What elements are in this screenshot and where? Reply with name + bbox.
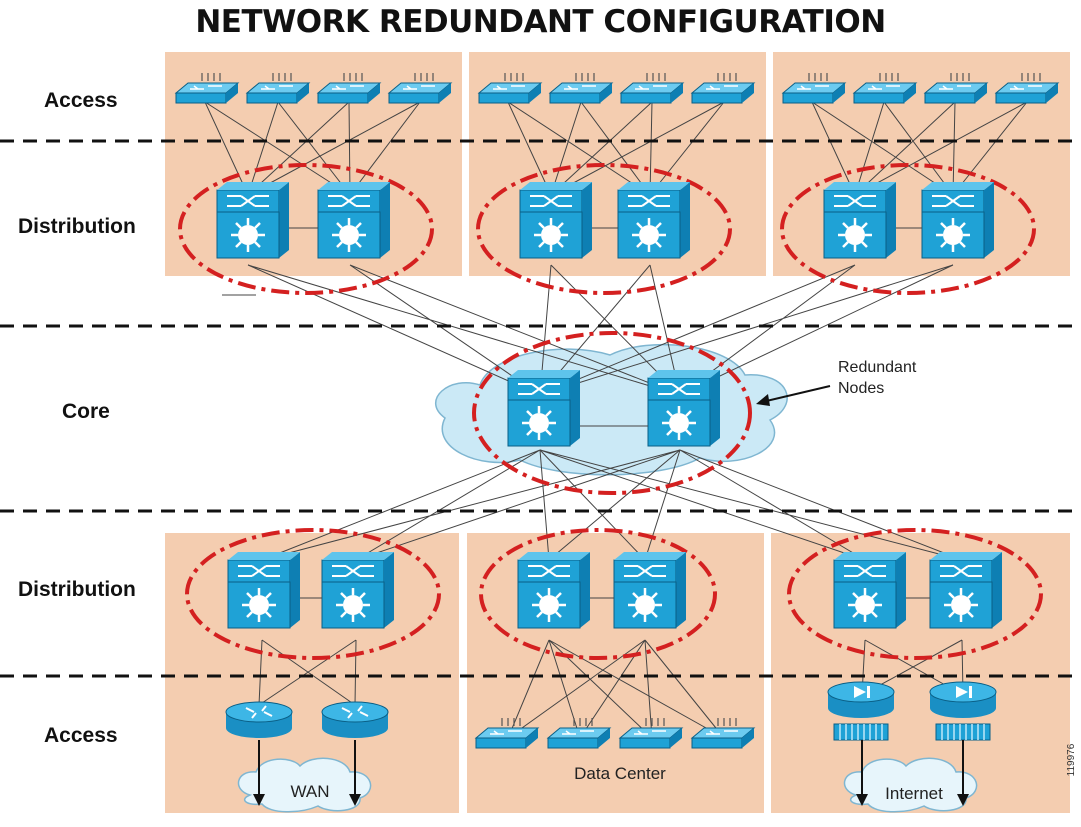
links-top-access: [204, 101, 1028, 196]
multilayer-switch-icon: [226, 550, 302, 630]
top-distribution-switches: [215, 180, 996, 260]
multilayer-switch-icon: [320, 550, 396, 630]
layer-label-access-bottom: Access: [44, 724, 118, 747]
wan-label: WAN: [290, 782, 329, 801]
bottom-panels: [165, 533, 1070, 813]
multilayer-switch-icon: [920, 180, 996, 260]
bottom-distribution-switches: [226, 550, 1004, 630]
redundancy-ring-top-left: [178, 163, 434, 295]
multilayer-switch-icon: [316, 180, 392, 260]
core-switches: [506, 368, 722, 448]
multilayer-switch-icon: [612, 550, 688, 630]
layer-separators: [0, 139, 1081, 678]
router-icon: [321, 701, 389, 739]
redundancy-ring-bottom-middle: [479, 528, 717, 660]
redundancy-ring-bottom-right: [787, 528, 1043, 660]
firewall-icon: [929, 681, 997, 741]
links-top-core: [247, 264, 954, 396]
router-icon: [225, 701, 293, 739]
multilayer-switch-icon: [518, 180, 594, 260]
multilayer-switch-icon: [506, 368, 582, 448]
cloud-icon: [843, 757, 978, 813]
redundant-nodes-label-line2: Nodes: [838, 380, 884, 397]
links-bottom-access: [222, 294, 964, 739]
redundant-nodes-annotation: Redundant Nodes: [756, 359, 917, 406]
redundancy-ring-core: [472, 331, 752, 495]
redundancy-ring-top-right: [780, 163, 1036, 295]
redundancy-ring-top-middle: [476, 163, 732, 295]
multilayer-switch-icon: [646, 368, 722, 448]
layer-label-access-top: Access: [44, 89, 118, 112]
redundant-nodes-label-line1: Redundant: [838, 359, 917, 376]
figure-id: 119976: [1066, 743, 1077, 776]
internet-cloud: Internet: [843, 740, 978, 813]
multilayer-switch-icon: [928, 550, 1004, 630]
layer-label-distribution-bottom: Distribution: [18, 578, 136, 601]
data-center-label: Data Center: [574, 764, 666, 783]
wan-cloud: WAN: [237, 740, 372, 813]
multilayer-switch-icon: [822, 180, 898, 260]
firewall-icon: [827, 681, 895, 741]
multilayer-switch-icon: [616, 180, 692, 260]
core-cloud-icon: [434, 343, 788, 476]
redundancy-rings: [178, 163, 1043, 660]
arrow-icon: [761, 385, 831, 403]
layer-label-distribution-top: Distribution: [18, 215, 136, 238]
internet-label: Internet: [885, 784, 943, 803]
layer-label-core: Core: [62, 400, 110, 423]
multilayer-switch-icon: [516, 550, 592, 630]
links-core-bottom: [261, 449, 963, 561]
multilayer-switch-icon: [215, 180, 291, 260]
multilayer-switch-icon: [832, 550, 908, 630]
redundancy-ring-bottom-left: [185, 528, 441, 660]
diagram-title: NETWORK REDUNDANT CONFIGURATION: [195, 4, 886, 40]
